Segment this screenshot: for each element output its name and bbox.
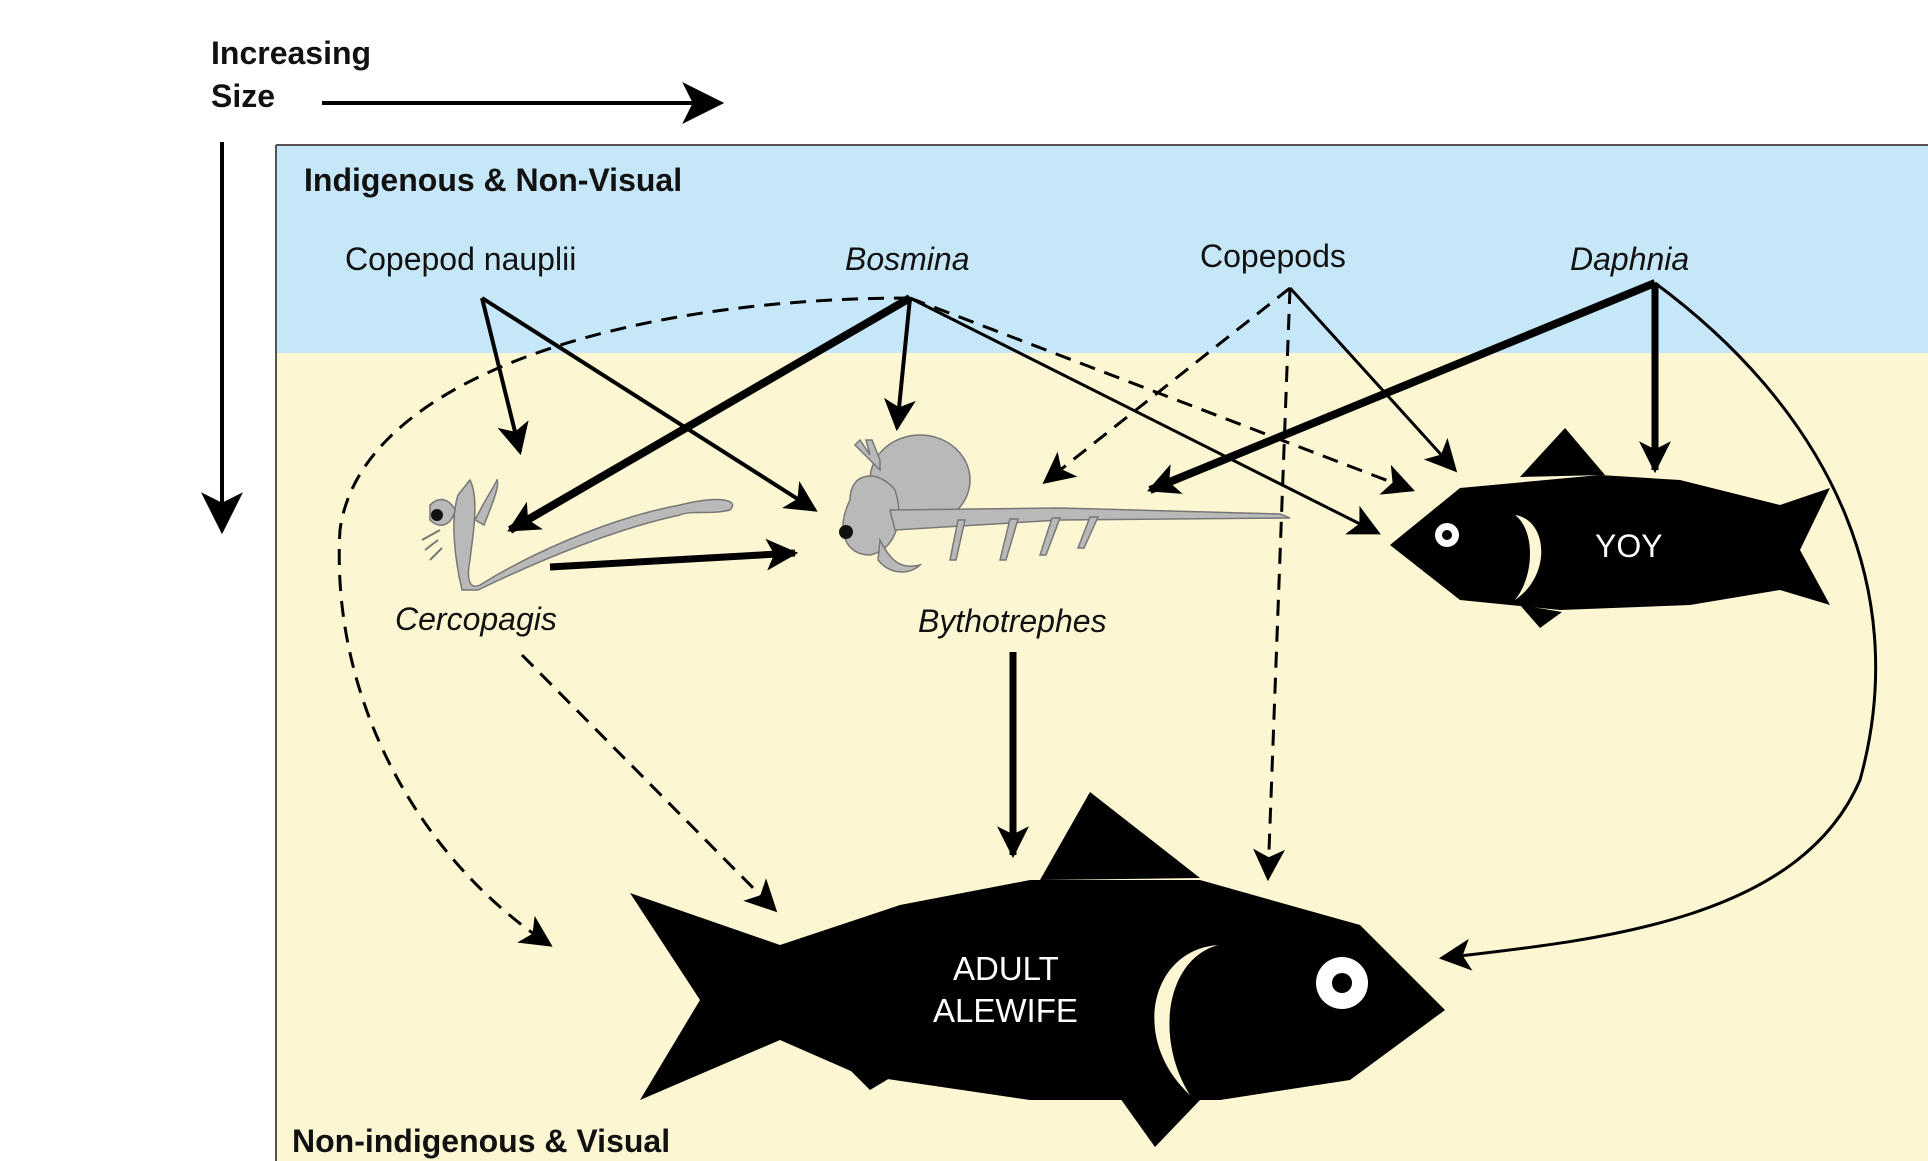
label-adult-alewife-line1: ADULT (953, 950, 1059, 987)
size-axis-label-line2: Size (211, 78, 275, 114)
cercopagis-eye-icon (431, 509, 443, 521)
label-copepods: Copepods (1200, 238, 1346, 274)
label-yoy: YOY (1595, 528, 1663, 564)
label-copepod-nauplii: Copepod nauplii (345, 241, 576, 277)
label-bythotrephes: Bythotrephes (918, 603, 1107, 639)
zone-bottom-label: Non-indigenous & Visual (292, 1123, 670, 1159)
size-axis-label-line1: Increasing (211, 35, 371, 71)
label-bosmina: Bosmina (845, 241, 970, 277)
bythotrephes-eye-icon (839, 525, 853, 539)
zone-top-label: Indigenous & Non-Visual (304, 162, 682, 198)
label-cercopagis: Cercopagis (395, 601, 557, 637)
label-adult-alewife-line2: ALEWIFE (933, 992, 1078, 1029)
label-daphnia: Daphnia (1570, 241, 1689, 277)
